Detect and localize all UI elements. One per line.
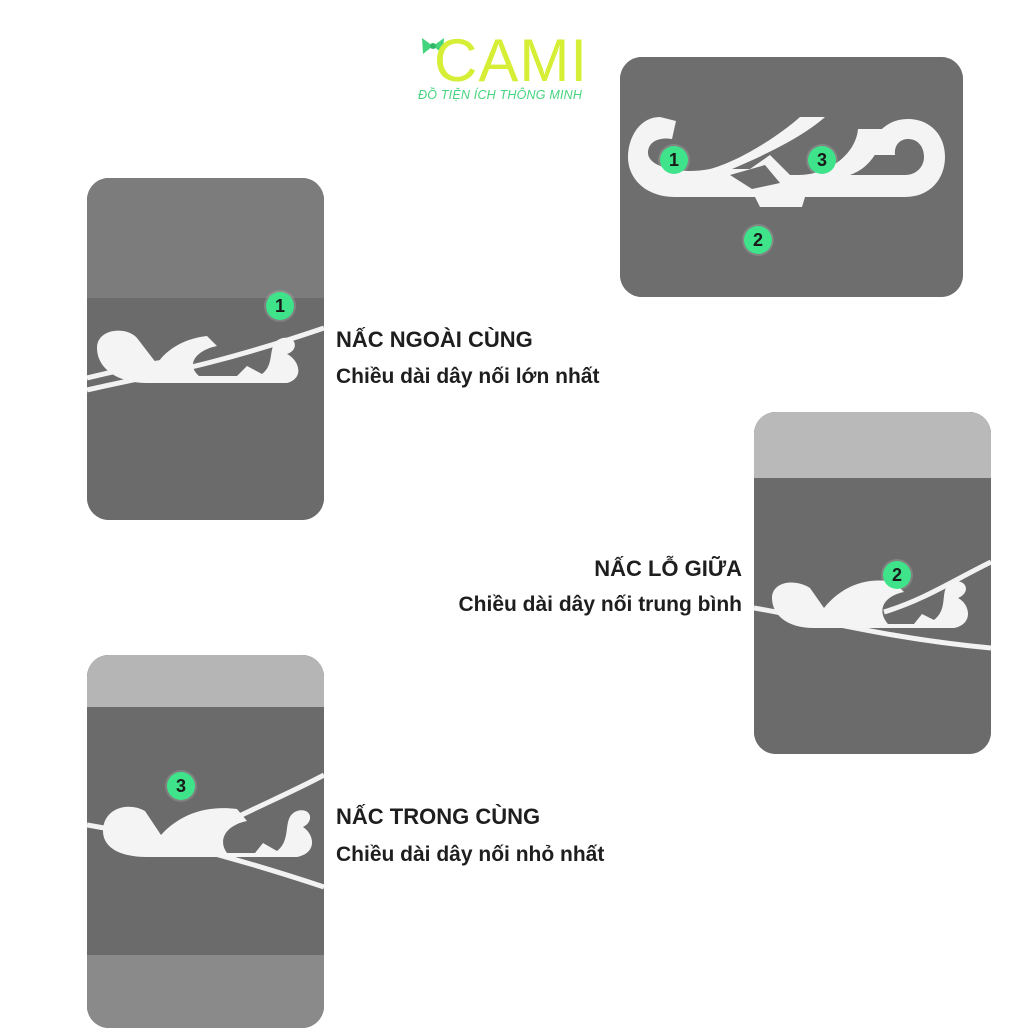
brand-logo: CAMI ĐỒ TIỆN ÍCH THÔNG MINH — [418, 27, 620, 118]
logo-wordmark: CAMI — [434, 27, 588, 94]
bow-icon — [422, 38, 444, 54]
badge-2: 2 — [883, 561, 911, 589]
section-1-title: NẤC NGOÀI CÙNG — [336, 327, 533, 352]
badge-1: 1 — [660, 146, 688, 174]
section-3-title: NẤC TRONG CÙNG — [336, 804, 541, 829]
badge-3: 3 — [167, 772, 195, 800]
badge-2: 2 — [744, 226, 772, 254]
hook-diagram-panel: 1 3 2 — [620, 57, 963, 297]
badge-3: 3 — [808, 146, 836, 174]
photo-outermost-notch: 1 — [87, 178, 324, 520]
section-3-subtitle: Chiều dài dây nối nhỏ nhất — [336, 843, 605, 866]
logo-tagline: ĐỒ TIỆN ÍCH THÔNG MINH — [418, 88, 583, 102]
photo-middle-notch: 2 — [754, 412, 991, 754]
section-1-subtitle: Chiều dài dây nối lớn nhất — [336, 365, 600, 388]
section-2-subtitle: Chiều dài dây nối trung bình — [458, 593, 743, 616]
photo-innermost-notch: 3 — [87, 655, 324, 1028]
hook-diagram — [620, 57, 963, 297]
section-2-title: NẤC LỖ GIỮA — [594, 556, 742, 581]
badge-1: 1 — [266, 292, 294, 320]
